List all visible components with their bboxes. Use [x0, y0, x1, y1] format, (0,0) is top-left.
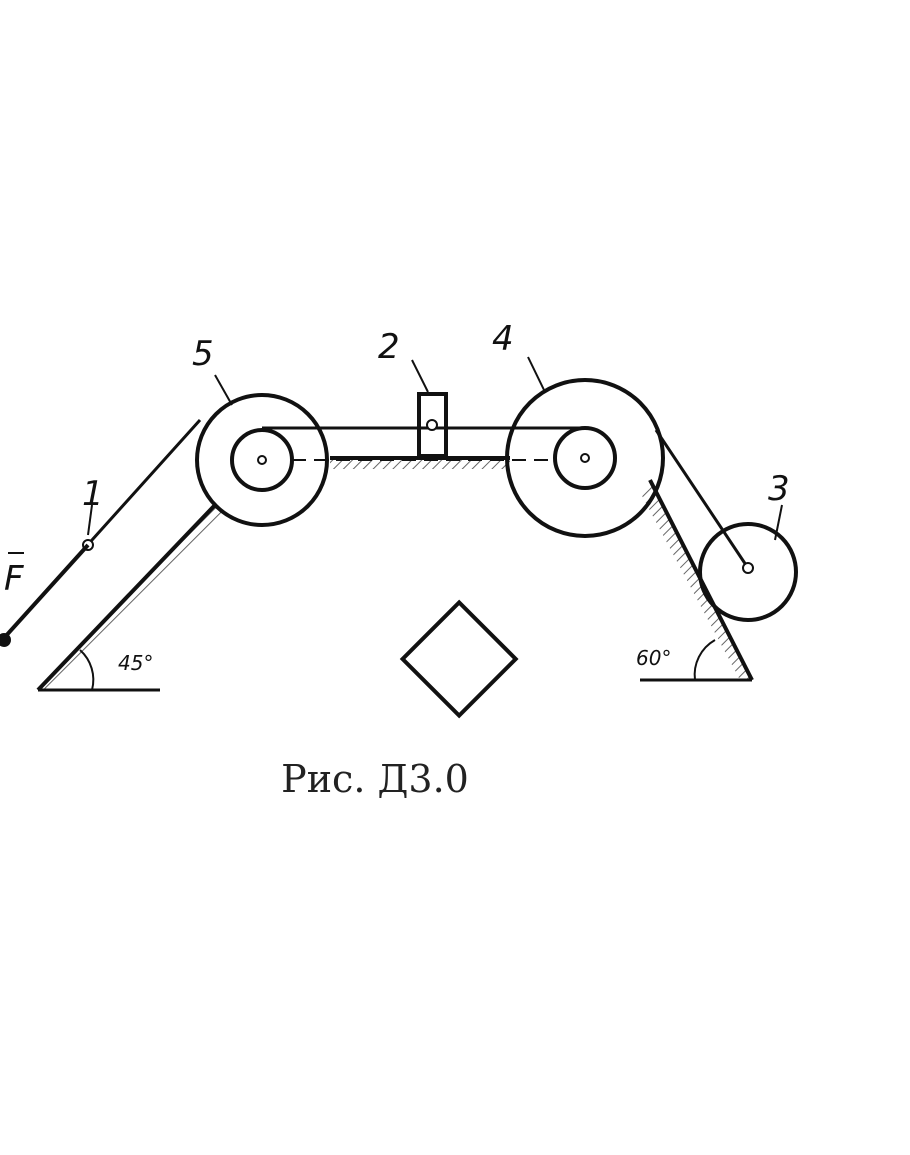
left-incline	[36, 503, 225, 692]
figure-caption: Рис. Д3.0	[281, 757, 469, 801]
horizontal-surface	[330, 456, 510, 469]
threads	[18, 418, 750, 622]
slider-2	[417, 392, 448, 458]
pulley-4	[505, 378, 665, 538]
label-2: 2	[378, 327, 400, 367]
label-4: 4	[492, 319, 514, 359]
label-3: 3	[768, 469, 790, 509]
angle-45: 45°	[118, 651, 153, 675]
label-5: 5	[192, 334, 214, 374]
wheel-3	[698, 522, 798, 622]
leader-lines	[87, 356, 783, 541]
force-arrow	[0, 543, 90, 647]
angle-60: 60°	[636, 646, 671, 670]
label-force: F	[4, 559, 24, 599]
pulley-5	[195, 393, 329, 527]
label-1: 1	[82, 474, 104, 514]
